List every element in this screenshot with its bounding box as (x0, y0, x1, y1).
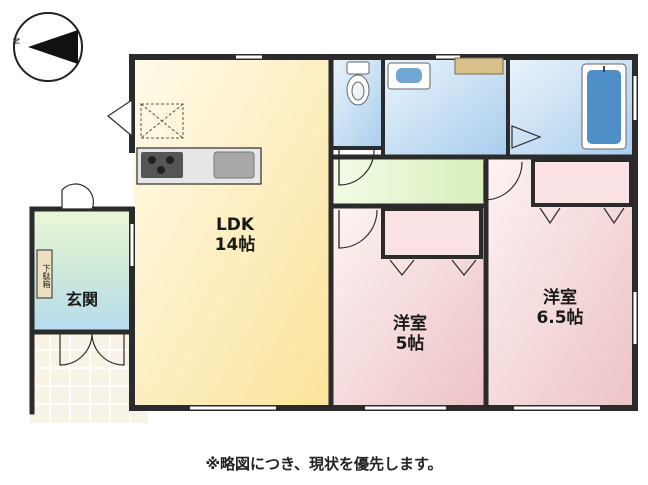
ldk-name: LDK (215, 215, 255, 235)
western-room-65-name: 洋室 (543, 288, 577, 308)
kitchen-counter (136, 147, 262, 185)
bathtub-icon (581, 63, 627, 150)
doors (59, 98, 542, 366)
fridge-space (140, 103, 184, 139)
washbasin-icon (387, 62, 431, 90)
genkan-name: 玄関 (65, 290, 98, 309)
windows (130, 55, 637, 410)
compass (13, 12, 83, 82)
stove-icon (141, 152, 183, 178)
disclaimer-caption: ※略図につき、現状を優先します。 (205, 455, 443, 473)
washing-machine-space (454, 57, 504, 75)
ldk-size: 14帖 (214, 234, 256, 255)
genkan-label: 玄関 (52, 290, 112, 309)
hallway (331, 157, 486, 206)
western-room-5-label: 洋室 5帖 (370, 314, 450, 354)
ldk-label: LDK 14帖 (195, 215, 275, 255)
closet-w65 (531, 158, 633, 207)
shoebox (36, 249, 53, 299)
closet-w5 (381, 207, 483, 259)
toilet-icon (346, 61, 370, 106)
western-room-5-size: 5帖 (395, 333, 425, 354)
western-room-5-name: 洋室 (393, 314, 427, 334)
sink-icon (213, 151, 255, 179)
compass-north-label: N (12, 37, 23, 45)
western-room-65-size: 6.5帖 (536, 307, 584, 328)
western-room-65-label: 洋室 6.5帖 (520, 288, 600, 328)
shoebox-label: 下駄箱 (42, 264, 51, 288)
compass-arrow-icon (28, 30, 78, 64)
